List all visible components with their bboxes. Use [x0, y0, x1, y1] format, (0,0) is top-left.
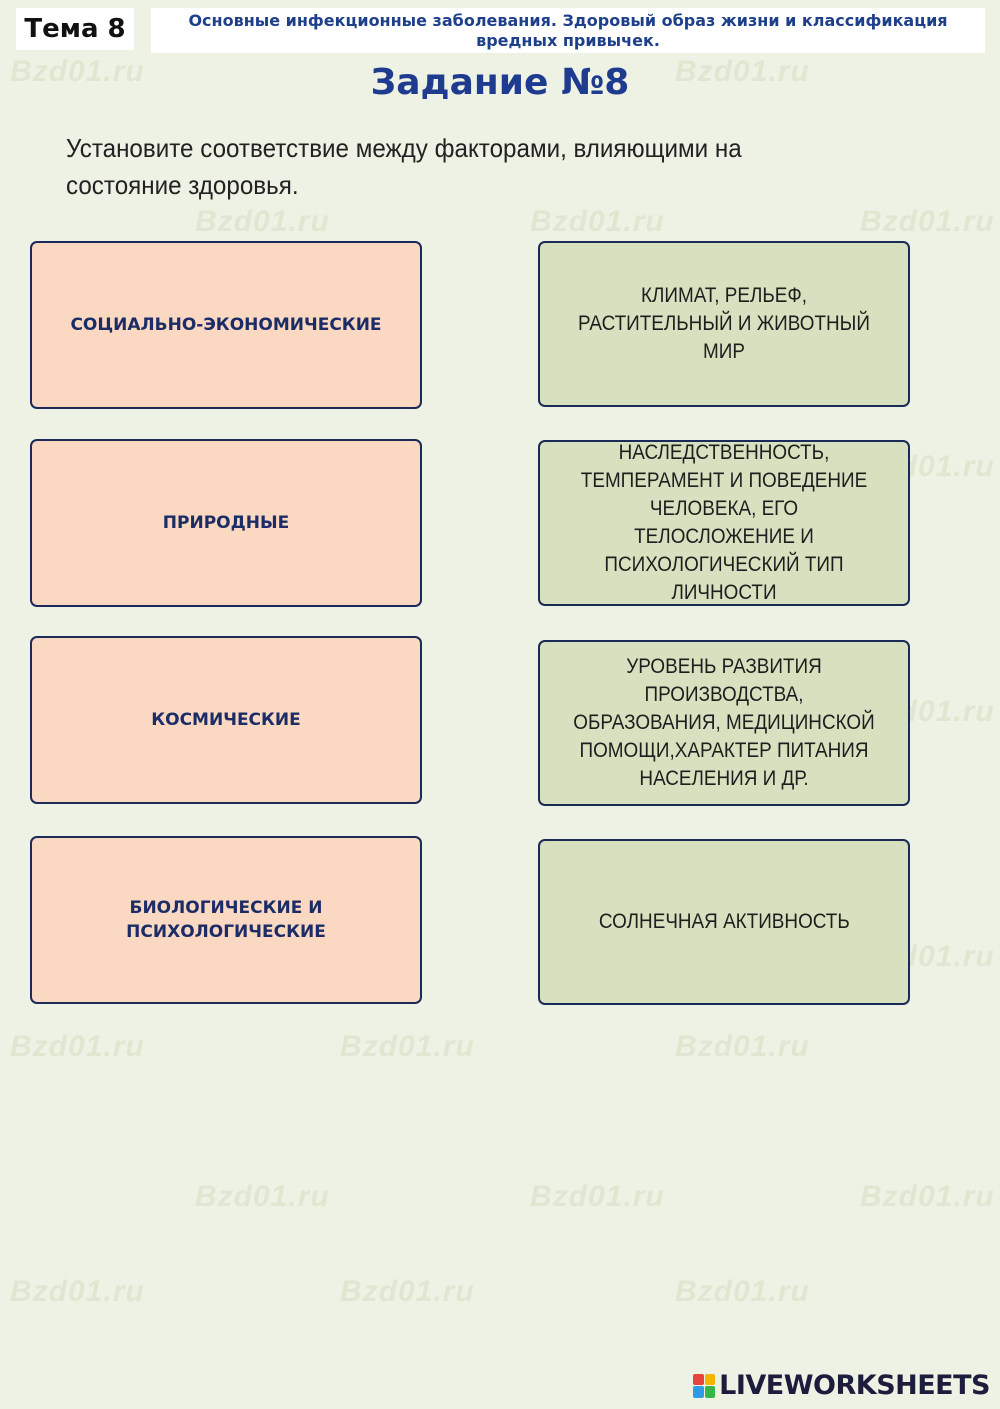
watermark-text: Bzd01.ru	[860, 1180, 995, 1213]
right-card-label: УРОВЕНЬ РАЗВИТИЯ ПРОИЗВОДСТВА, ОБРАЗОВАН…	[573, 655, 875, 790]
liveworksheets-logo-icon	[693, 1373, 716, 1398]
watermark-text: Bzd01.ru	[860, 205, 995, 238]
task-heading: Задание №8	[370, 62, 630, 103]
watermark-text: Bzd01.ru	[10, 1030, 145, 1063]
right-card-label: КЛИМАТ, РЕЛЬЕФ, РАСТИТЕЛЬНЫЙ И ЖИВОТНЫЙ …	[578, 284, 870, 363]
watermark-text: Bzd01.ru	[530, 205, 665, 238]
left-match-card-socio-economic[interactable]: СОЦИАЛЬНО-ЭКОНОМИЧЕСКИЕ	[30, 241, 422, 409]
watermark-text: Bzd01.ru	[340, 1030, 475, 1063]
right-card-label: НАСЛЕДСТВЕННОСТЬ, ТЕМПЕРАМЕНТ И ПОВЕДЕНИ…	[580, 441, 868, 604]
logo-square-red	[693, 1373, 704, 1385]
left-match-card-cosmic[interactable]: КОСМИЧЕСКИЕ	[30, 636, 422, 804]
right-card-label: СОЛНЕЧНАЯ АКТИВНОСТЬ	[598, 910, 850, 933]
watermark-text: Bzd01.ru	[675, 1030, 810, 1063]
watermark-text: Bzd01.ru	[530, 1180, 665, 1213]
watermark-text: Bzd01.ru	[195, 1180, 330, 1213]
watermark-text: Bzd01.ru	[340, 1275, 475, 1308]
logo-text: LIVEWORKSHEETS	[719, 1370, 990, 1401]
left-card-label: КОСМИЧЕСКИЕ	[151, 710, 301, 730]
right-match-card-production[interactable]: УРОВЕНЬ РАЗВИТИЯ ПРОИЗВОДСТВА, ОБРАЗОВАН…	[538, 640, 910, 806]
left-match-card-biological[interactable]: БИОЛОГИЧЕСКИЕ И ПСИХОЛОГИЧЕСКИЕ	[30, 836, 422, 1004]
topic-title: Основные инфекционные заболевания. Здоро…	[151, 8, 985, 53]
watermark-text: Bzd01.ru	[10, 1275, 145, 1308]
right-match-card-climate[interactable]: КЛИМАТ, РЕЛЬЕФ, РАСТИТЕЛЬНЫЙ И ЖИВОТНЫЙ …	[538, 241, 910, 407]
watermark-text: Bzd01.ru	[675, 1275, 810, 1308]
right-match-card-solar[interactable]: СОЛНЕЧНАЯ АКТИВНОСТЬ	[538, 839, 910, 1005]
right-match-card-heredity[interactable]: НАСЛЕДСТВЕННОСТЬ, ТЕМПЕРАМЕНТ И ПОВЕДЕНИ…	[538, 440, 910, 606]
left-match-card-natural[interactable]: ПРИРОДНЫЕ	[30, 439, 422, 607]
task-instruction: Установите соответствие между факторами,…	[66, 133, 742, 200]
liveworksheets-logo: LIVEWORKSHEETS	[693, 1370, 990, 1401]
topic-label: Тема 8	[16, 8, 134, 50]
logo-square-green	[704, 1386, 716, 1398]
left-card-label: СОЦИАЛЬНО-ЭКОНОМИЧЕСКИЕ	[70, 315, 382, 335]
left-card-label: БИОЛОГИЧЕСКИЕ И ПСИХОЛОГИЧЕСКИЕ	[126, 898, 326, 942]
logo-square-blue	[693, 1386, 704, 1398]
watermark-text: Bzd01.ru	[195, 205, 330, 238]
left-card-label: ПРИРОДНЫЕ	[162, 513, 290, 533]
logo-square-yellow	[704, 1373, 716, 1385]
